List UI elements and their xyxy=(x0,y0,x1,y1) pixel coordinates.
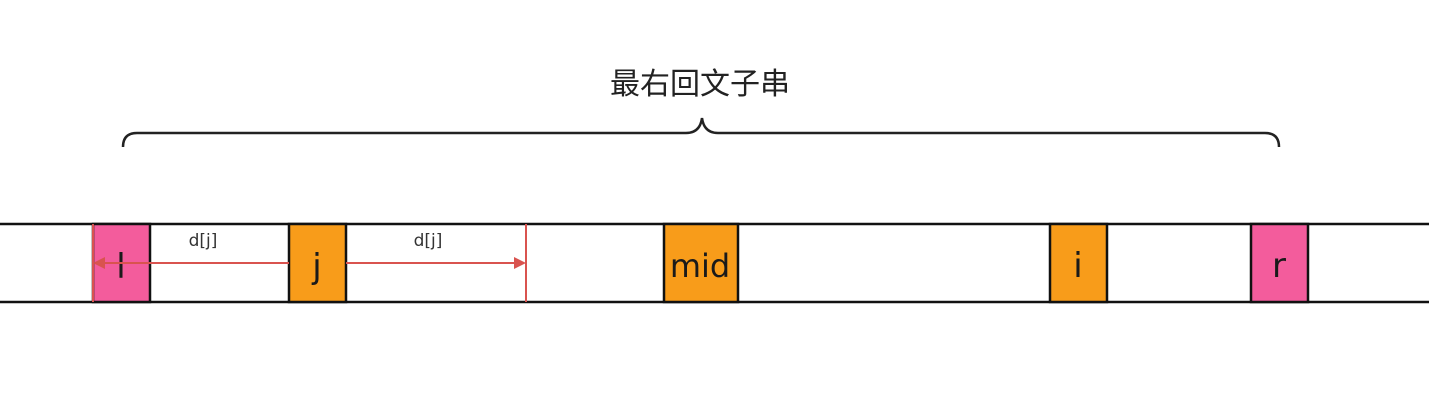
diagram-title: 最右回文子串 xyxy=(610,67,790,102)
box-r xyxy=(1249,222,1310,304)
box-i xyxy=(1048,222,1109,304)
box-mid xyxy=(662,222,740,304)
curly-brace xyxy=(121,117,1281,148)
box-j-label: j xyxy=(311,247,321,287)
box-i-label: i xyxy=(1073,246,1082,286)
distance-label-left: d[j] xyxy=(189,231,218,251)
box-mid-label: mid xyxy=(670,247,730,285)
box-r-label: r xyxy=(1272,246,1286,286)
distance-label-right: d[j] xyxy=(414,231,443,251)
box-l-label: l xyxy=(116,247,125,287)
